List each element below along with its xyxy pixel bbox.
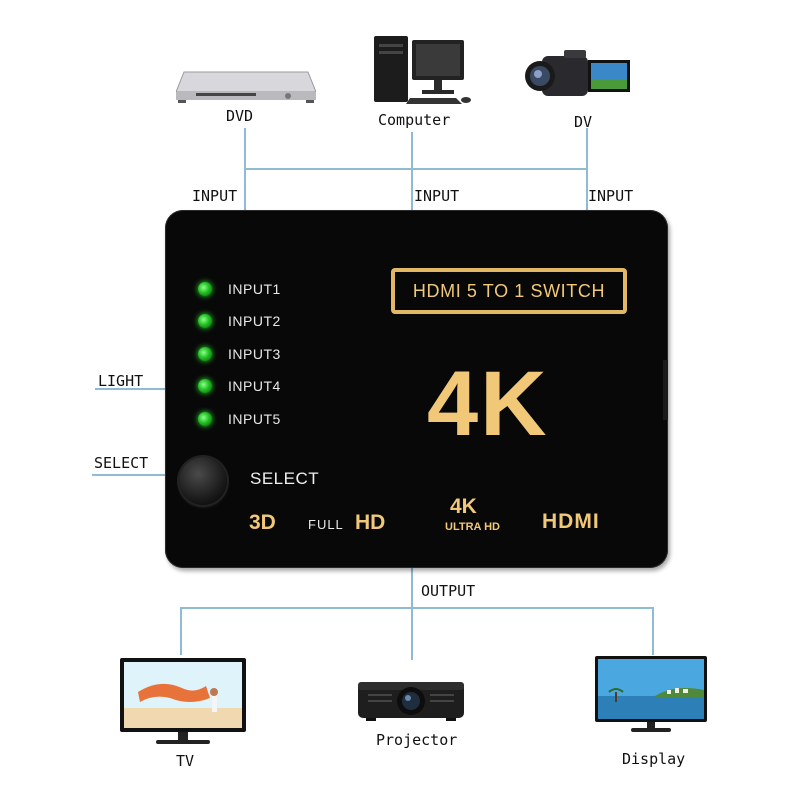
logo-3d: 3D (249, 511, 276, 534)
select-button[interactable] (179, 457, 227, 505)
computer-label: Computer (378, 111, 451, 129)
led-input3 (198, 347, 212, 361)
led-label-input4: INPUT4 (228, 378, 281, 394)
select-button-label: SELECT (250, 469, 320, 488)
projector-label: Projector (376, 731, 458, 749)
wire-tv-vertical (180, 607, 182, 655)
wire-top-horizontal (244, 168, 587, 170)
dv-label: DV (574, 113, 593, 131)
led-input2 (198, 314, 212, 328)
camcorder-icon (524, 46, 632, 108)
computer-icon (372, 34, 472, 108)
device-side-port (663, 360, 668, 420)
display-monitor-icon (595, 656, 707, 734)
switch-title-text: HDMI 5 TO 1 SWITCH (412, 280, 606, 301)
input-label-computer: INPUT (414, 187, 460, 205)
led-label-input3: INPUT3 (228, 346, 281, 362)
hdmi-switch-device: INPUT1 INPUT2 INPUT3 INPUT4 INPUT5 HDMI … (165, 210, 668, 568)
led-input5 (198, 412, 212, 426)
dvd-label: DVD (226, 107, 254, 125)
led-label-input2: INPUT2 (228, 313, 281, 329)
input-label-dv: INPUT (588, 187, 634, 205)
led-input4 (198, 379, 212, 393)
logo-hdmi: HDMI (542, 510, 600, 533)
led-label-input1: INPUT1 (228, 281, 281, 297)
input-label-dvd: INPUT (192, 187, 238, 205)
logo-hd: HD (355, 511, 386, 534)
wire-computer-vertical (411, 132, 413, 210)
projector-icon (358, 676, 464, 722)
wire-dv-vertical (586, 128, 588, 210)
wire-select-pointer (92, 474, 184, 476)
big-4k-logo: 4K (427, 353, 549, 455)
led-input1 (198, 282, 212, 296)
select-label: SELECT (94, 454, 149, 472)
led-label-input5: INPUT5 (228, 411, 281, 427)
dvd-player-icon (175, 62, 317, 104)
logo-full: FULL (308, 517, 344, 532)
wire-display-vertical (652, 607, 654, 655)
display-label: Display (622, 750, 686, 768)
tv-label: TV (176, 752, 195, 770)
switch-title-badge: HDMI 5 TO 1 SWITCH (391, 268, 627, 314)
wire-light-pointer (95, 388, 201, 390)
wire-output-vertical (411, 568, 413, 660)
wire-dvd-vertical (244, 128, 246, 210)
logo-4k-small: 4K (450, 495, 477, 518)
output-label: OUTPUT (421, 582, 476, 600)
wire-bottom-horizontal (180, 607, 654, 609)
tv-icon (120, 658, 246, 748)
logo-ultra-hd: ULTRA HD (445, 521, 500, 533)
light-label: LIGHT (98, 372, 144, 390)
